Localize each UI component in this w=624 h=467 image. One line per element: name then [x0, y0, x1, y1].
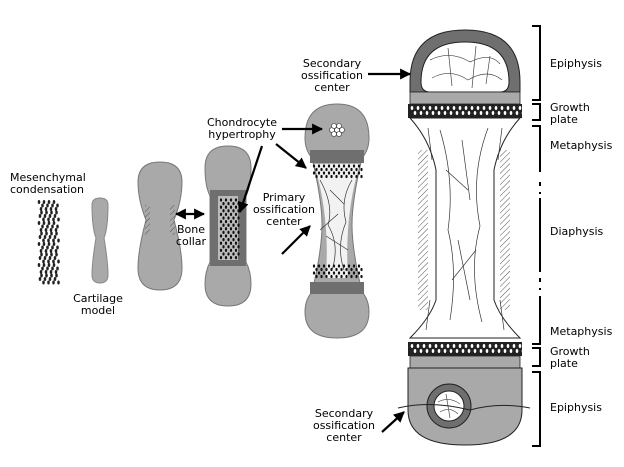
zone-metaphysis-bottom: Metaphysis	[550, 325, 613, 338]
secondary-ossification-top-label: Secondary ossification center	[300, 57, 364, 94]
mature-long-bone-figure	[397, 29, 531, 446]
chondrocyte-hypertrophy-label: Chondrocyte hypertrophy	[207, 116, 277, 141]
zone-brackets	[532, 25, 541, 447]
hypertrophy-arrow-3	[275, 143, 307, 169]
primary-ossification-stage-figure	[304, 103, 370, 339]
cartilage-model-figure	[91, 197, 109, 284]
hypertrophy-arrow-2	[237, 145, 264, 214]
zone-growth-plate-top: Growth plate	[550, 101, 590, 126]
primary-ossification-label: Primary ossification center	[252, 191, 316, 228]
zone-growth-plate-bottom: Growth plate	[550, 345, 590, 370]
hypertrophy-stage-figure	[204, 145, 252, 307]
mesenchymal-condensation-label: Mesenchymal condensation	[10, 171, 86, 196]
bone-collar-label: Bone collar	[175, 223, 207, 248]
zone-epiphysis-top: Epiphysis	[550, 57, 602, 70]
secondary-ossification-bottom-label: Secondary ossification center	[312, 407, 376, 444]
zone-epiphysis-bottom: Epiphysis	[550, 401, 602, 414]
zone-diaphysis: Diaphysis	[550, 225, 604, 238]
annotation-arrows	[174, 68, 412, 433]
zone-metaphysis-top: Metaphysis	[550, 139, 613, 152]
secondary-bottom-arrow	[381, 411, 405, 433]
bone-collar-stage-figure	[137, 161, 183, 291]
mesenchymal-condensation-figure	[37, 200, 60, 285]
primary-arrow	[281, 225, 311, 255]
cartilage-model-label: Cartilage model	[73, 292, 123, 317]
